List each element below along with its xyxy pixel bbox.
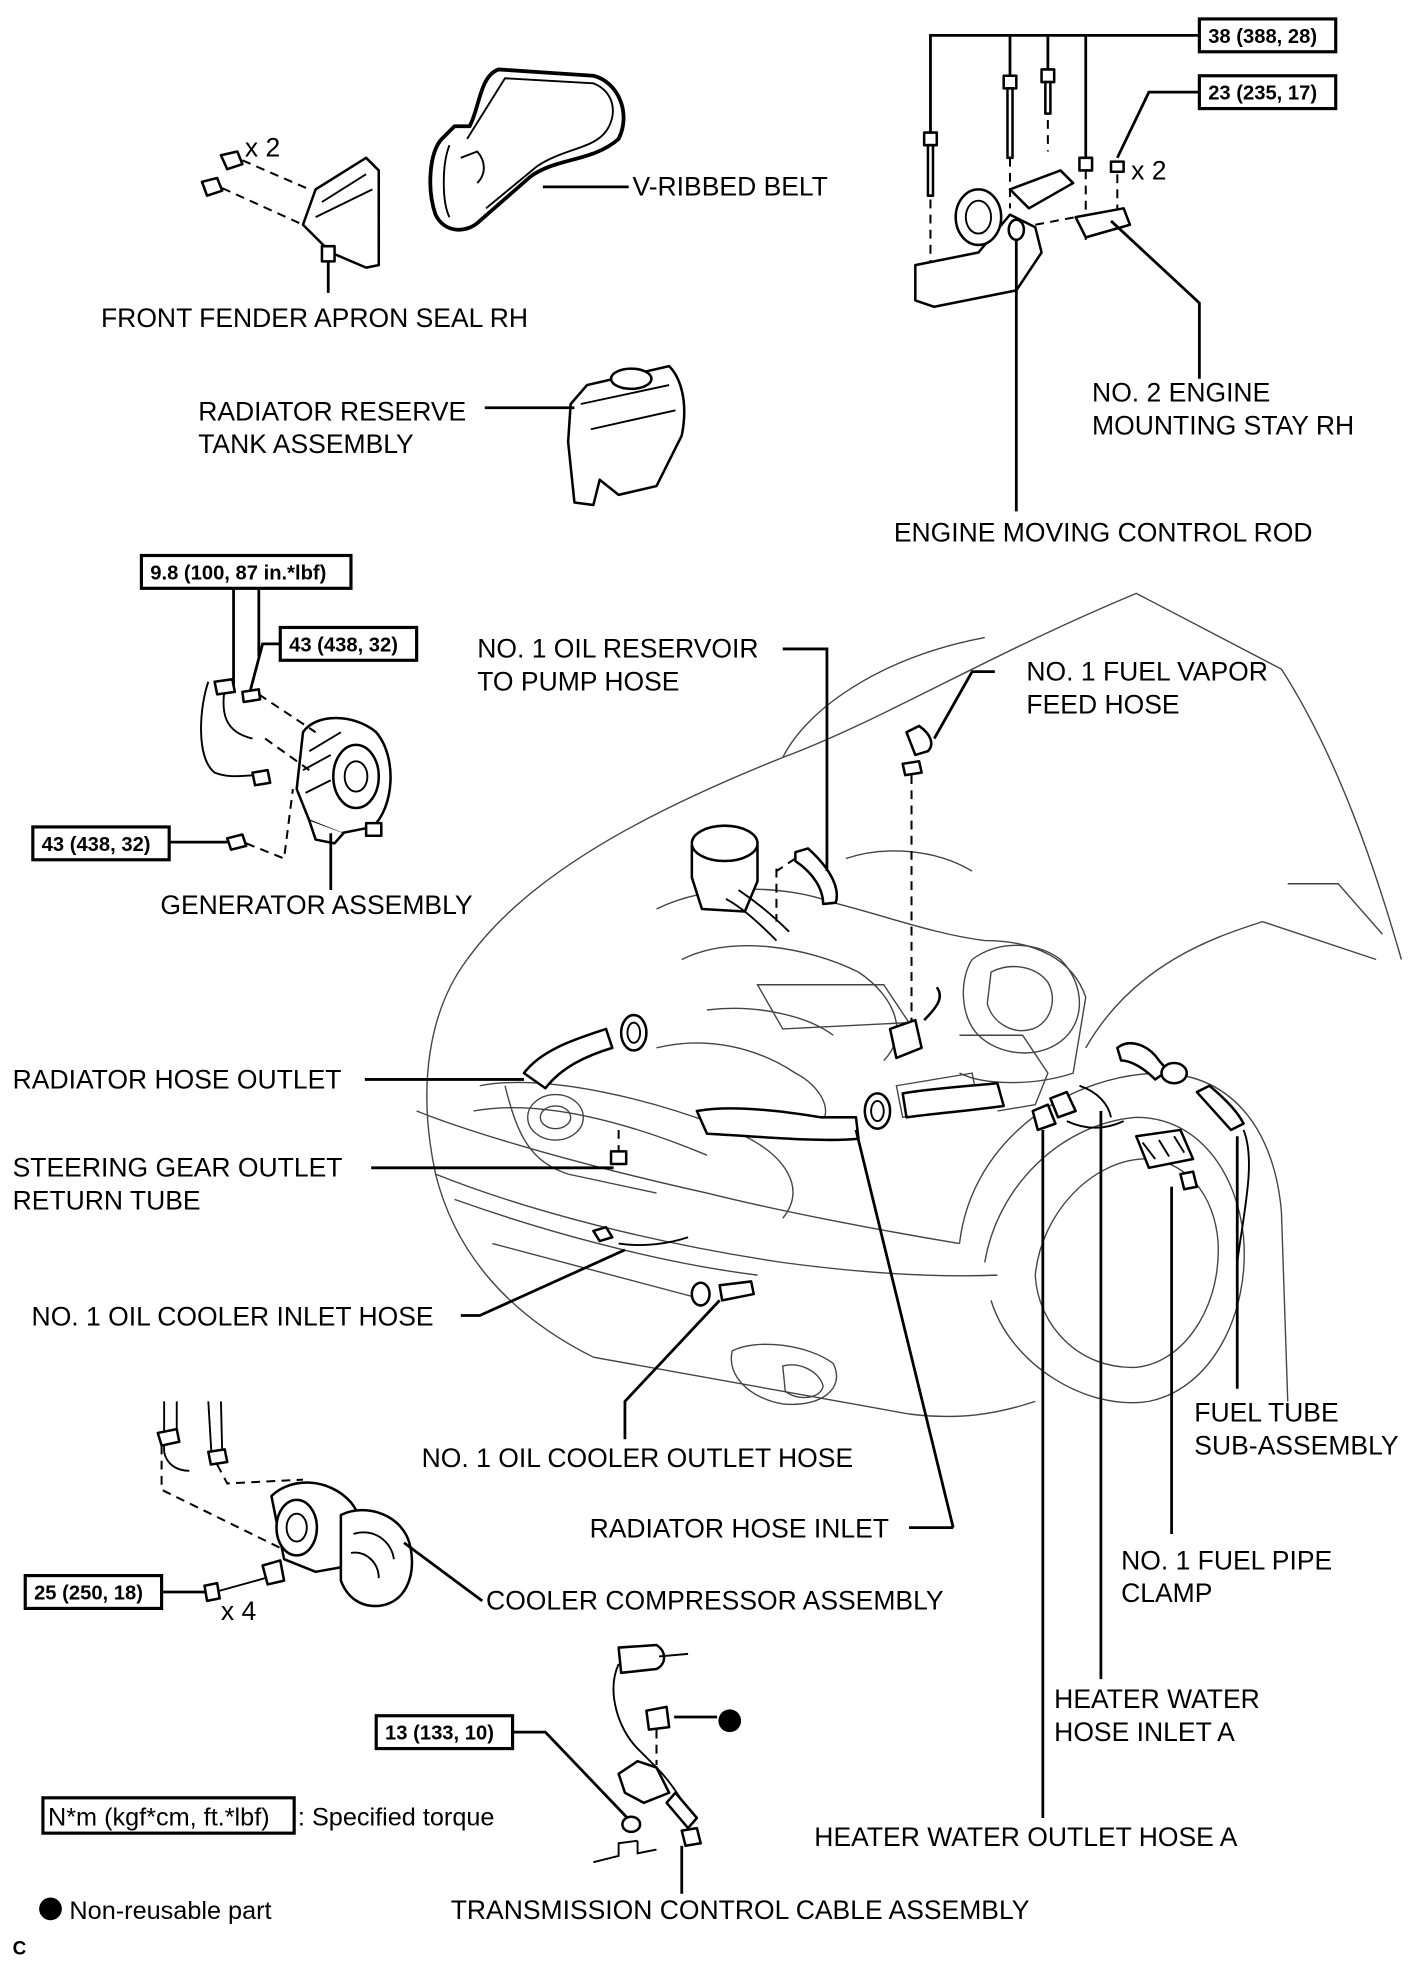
apron-bolt-upper [219,150,310,191]
cooler-compressor-assembly [156,1401,414,1608]
fuel-vapor-label-line2: FEED HOSE [1026,689,1179,719]
generator-label: GENERATOR ASSEMBLY [160,890,473,920]
radiator-hose-inlet [695,1081,1005,1142]
legend-torque-text: : Specified torque [298,1804,495,1832]
torque-23-value: 23 (235, 17) [1208,83,1317,105]
oil-reservoir-label-line1: NO. 1 OIL RESERVOIR [477,634,758,664]
radiator-hose-inlet-label: RADIATOR HOSE INLET [590,1514,889,1544]
fuel-tube-label-line2: SUB-ASSEMBLY [1194,1430,1399,1460]
radiator-hose-outlet-clamp [619,1013,648,1052]
torque-43-lower-box [31,825,171,862]
radiator-reserve-label-line2: TANK ASSEMBLY [198,429,414,459]
apron-bolt-lower [200,176,304,226]
heater-inlet-label-line1: HEATER WATER [1054,1684,1260,1714]
torque-43-lower-value: 43 (438, 32) [42,834,151,856]
no2-engine-mounting-stay [1035,207,1132,239]
fuel-clamp-label-line1: NO. 1 FUEL PIPE [1121,1545,1332,1575]
power-steering-reservoir [690,824,790,942]
heater-water-hose-inlet-a [1031,1084,1125,1132]
torque-9-8-value: 9.8 (100, 87 in.*lbf) [150,562,326,584]
apron-bolt-qty: x 2 [245,133,280,163]
front-fender-apron-seal [301,156,381,293]
no2-stay-leader [1110,219,1201,379]
torque-38-callout: 38 (388, 28) [929,17,1338,158]
radiator-reserve-label-line1: RADIATOR RESERVE [198,396,466,426]
fuel-tube-sub-assembly [1116,1042,1250,1263]
torque-43-lower-callout: 43 (438, 32) [31,825,228,862]
torque-25-value: 25 (250, 18) [34,1583,143,1605]
v-ribbed-belt [428,67,626,232]
torque-9-8-box [139,553,353,590]
torque-43-upper-callout: 43 (438, 32) [248,625,419,693]
fuel-tube-label-line1: FUEL TUBE [1194,1398,1338,1428]
legend-non-reusable-text: Non-reusable part [69,1897,271,1925]
legend-torque-unit: N*m (kgf*cm, ft.*lbf) [48,1804,270,1832]
steering-label-line1: STEERING GEAR OUTLET [13,1153,343,1183]
non-reusable-clip-marker [674,1709,742,1733]
front-fender-apron-seal-label: FRONT FENDER APRON SEAL RH [101,303,528,333]
oil-cooler-outlet-label: NO. 1 OIL COOLER OUTLET HOSE [422,1443,853,1473]
fuel-vapor-label-line1: NO. 1 FUEL VAPOR [1026,656,1268,686]
oil-cooler-outlet-leader [623,1299,721,1440]
heater-outlet-label: HEATER WATER OUTLET HOSE A [814,1822,1237,1852]
torque-23-box [1197,74,1338,111]
legend-specified-torque: N*m (kgf*cm, ft.*lbf) : Specified torque [41,1796,495,1835]
torque-25-callout: 25 (250, 18) [23,1574,266,1611]
cooler-compressor-leader [403,1541,484,1602]
no1-oil-reservoir-to-pump-hose [775,847,838,922]
non-reusable-dot-icon [39,1897,62,1921]
legend-torque-box [41,1796,296,1835]
oil-reservoir-hose-leader [782,647,829,872]
radiator-hose-outlet-label: RADIATOR HOSE OUTLET [13,1064,342,1094]
stay-bolt-qty: x 2 [1131,155,1166,185]
torque-38-value: 38 (388, 28) [1208,26,1317,48]
steering-label-line2: RETURN TUBE [13,1185,201,1215]
fuel-vapor-hose-leader [933,670,995,740]
cooler-compressor-label: COOLER COMPRESSOR ASSEMBLY [486,1586,944,1616]
engine-rod-label: ENGINE MOVING CONTROL ROD [894,518,1313,548]
torque-13-value: 13 (133, 10) [385,1723,494,1745]
compressor-bolt-qty: x 4 [221,1596,256,1626]
oil-cooler-inlet-leader [460,1248,626,1317]
radiator-hose-inlet-clamp [863,1092,892,1130]
steering-gear-outlet-return-tube [609,1129,628,1166]
generator-assembly [200,677,392,860]
heater-inlet-label-line2: HOSE INLET A [1054,1717,1235,1747]
no2-stay-label-line1: NO. 2 ENGINE [1092,377,1270,407]
radiator-hose-inlet-leader [854,1129,955,1528]
oil-reservoir-label-line2: TO PUMP HOSE [477,667,679,697]
no1-oil-cooler-inlet-hose [592,1225,689,1246]
engine-mount-bolts [922,68,1125,266]
no1-fuel-vapor-feed-hose [888,724,942,1060]
transmission-control-cable-assembly [593,1643,702,1864]
no2-stay-label-line2: MOUNTING STAY RH [1092,410,1354,440]
no1-fuel-pipe-clamp [1134,1128,1199,1191]
torque-9-8-callout: 9.8 (100, 87 in.*lbf) [139,553,353,689]
torque-23-callout: 23 (235, 17) [1116,74,1338,159]
vehicle-front-outline [416,592,1403,1418]
legend-non-reusable: Non-reusable part [39,1897,272,1925]
fuel-clamp-label-line2: CLAMP [1121,1578,1212,1608]
transmission-cable-label: TRANSMISSION CONTROL CABLE ASSEMBLY [451,1895,1030,1925]
torque-13-callout: 13 (133, 10) [374,1714,642,1834]
radiator-hose-outlet [522,1027,614,1090]
torque-13-box [374,1714,515,1751]
figure-code: C [13,1938,27,1959]
torque-43-upper-box [278,625,419,662]
v-ribbed-belt-label: V-RIBBED BELT [633,172,828,202]
torque-43-upper-value: 43 (438, 32) [289,634,398,656]
no1-oil-cooler-outlet-hose [690,1280,755,1307]
engine-mounting-bracket [914,169,1075,309]
radiator-reserve-tank [566,364,686,507]
torque-25-box [23,1574,164,1611]
oil-cooler-inlet-label: NO. 1 OIL COOLER INLET HOSE [32,1302,434,1332]
